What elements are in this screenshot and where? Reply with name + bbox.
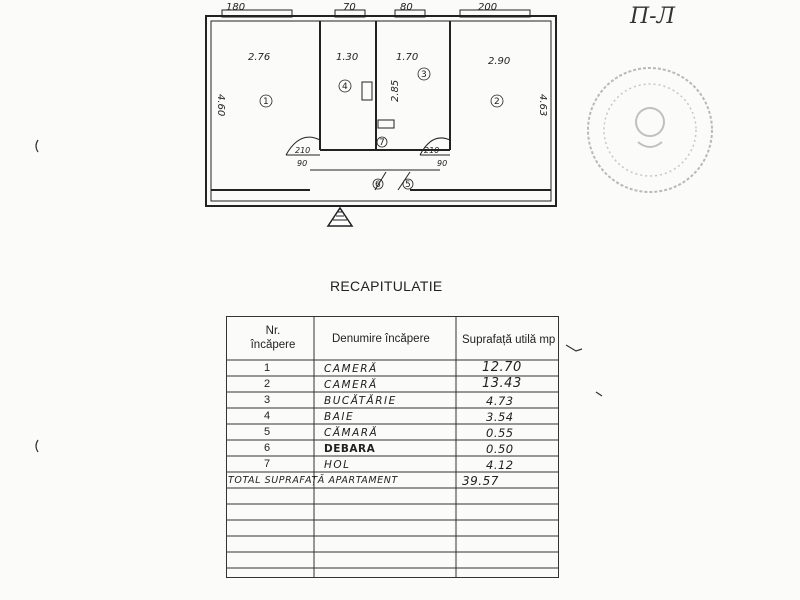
row-5-name: CĂMARĂ <box>324 427 379 439</box>
dim-d4: 210 <box>424 146 439 155</box>
total-area: 39.57 <box>462 474 499 488</box>
row-1-nr: 1 <box>264 362 271 374</box>
row-4-area: 3.54 <box>486 410 514 424</box>
row-6-name: DEBARA <box>324 443 376 455</box>
dim-room3-h: 2.85 <box>390 80 401 102</box>
row-7-name: HOL <box>324 459 351 471</box>
row-1-name: CAMERĂ <box>324 363 378 375</box>
row-4-nr: 4 <box>264 410 271 422</box>
dim-d1: 210 <box>295 146 310 155</box>
header-nr: Nr. încăpere <box>250 325 296 351</box>
row-6-area: 0.50 <box>486 442 514 456</box>
recapitulation-table: Nr. încăpere Denumire încăpere Suprafață… <box>226 316 559 578</box>
header-name: Denumire încăpere <box>332 333 430 345</box>
page-title: RECAPITULATIE <box>330 278 443 294</box>
total-label: TOTAL SUPRAFAȚĂ APARTAMENT <box>228 475 398 486</box>
table-grid <box>226 316 559 578</box>
dim-room4-w: 1.30 <box>336 52 358 63</box>
room-num-7: 7 <box>379 138 385 148</box>
row-7-area: 4.12 <box>486 458 514 472</box>
row-3-area: 4.73 <box>486 394 514 408</box>
row-5-nr: 5 <box>264 426 271 438</box>
dim-d2: 90 <box>297 159 307 168</box>
row-2-name: CAMERĂ <box>324 379 378 391</box>
stamp <box>587 67 713 193</box>
room-num-1: 1 <box>263 97 269 107</box>
dim-top-1: 180 <box>226 2 245 13</box>
row-2-area: 13.43 <box>482 376 522 391</box>
dim-room2-h: 4.63 <box>537 94 548 116</box>
room-num-4: 4 <box>342 82 348 92</box>
sheet-mark: П-Л <box>630 4 675 29</box>
row-4-name: BAIE <box>324 411 355 423</box>
row-3-nr: 3 <box>264 394 271 406</box>
room-num-5: 5 <box>405 180 411 190</box>
room-num-6: 6 <box>375 180 381 190</box>
header-area: Suprafață utilă mp <box>462 334 556 346</box>
dim-d9: 90 <box>437 159 447 168</box>
row-6-nr: 6 <box>264 442 271 454</box>
dim-top-4: 200 <box>478 2 497 13</box>
dim-room1-w: 2.76 <box>248 52 270 63</box>
dim-room2-w: 2.90 <box>488 56 510 67</box>
row-1-area: 12.70 <box>482 360 522 375</box>
dim-room1-h: 4.60 <box>215 94 226 116</box>
dim-top-3: 80 <box>400 2 413 13</box>
row-2-nr: 2 <box>264 378 271 390</box>
room-num-2: 2 <box>494 97 500 107</box>
room-num-3: 3 <box>421 70 427 80</box>
row-5-area: 0.55 <box>486 426 514 440</box>
row-3-name: BUCĂTĂRIE <box>324 395 397 407</box>
row-7-nr: 7 <box>264 458 271 470</box>
dim-top-2: 70 <box>343 2 356 13</box>
dim-room3-w: 1.70 <box>396 52 418 63</box>
